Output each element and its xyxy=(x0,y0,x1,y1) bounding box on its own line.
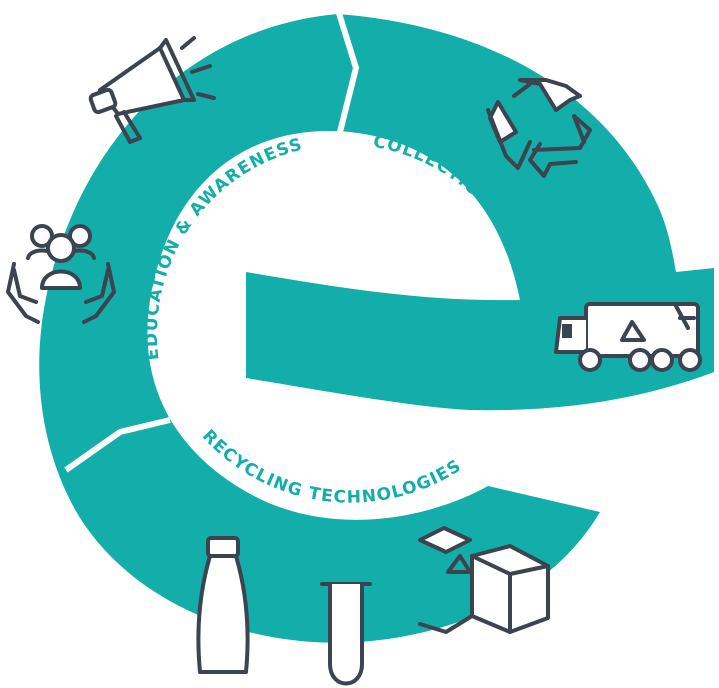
recycling-truck-icon xyxy=(554,302,702,372)
community-hands-icon xyxy=(6,224,116,324)
recycle-box-icon xyxy=(418,526,550,634)
recycle-arrows-icon xyxy=(486,78,592,178)
test-tube-icon xyxy=(320,582,372,686)
bottle-icon xyxy=(196,536,250,674)
divider-bottom-left xyxy=(64,417,171,473)
megaphone-icon xyxy=(88,36,216,144)
divider-top xyxy=(335,9,360,133)
